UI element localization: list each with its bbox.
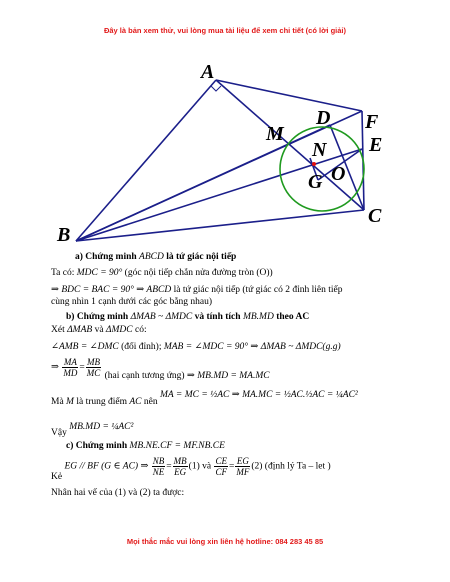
- segment-AB: [75, 79, 217, 242]
- part-c-line-2: Nhân hai vế của (1) và (2) ta được:: [51, 488, 185, 498]
- hotline-banner: Mọi thắc mắc vui lòng xin liên hệ hotlin…: [126, 537, 324, 546]
- label-E: E: [368, 134, 382, 156]
- circle-O: [279, 126, 365, 212]
- segment-DC: [329, 124, 365, 211]
- part-b-title: b) Chứng minh ΔMAB ~ ΔMDC và tính tích M…: [66, 312, 310, 322]
- figure-lines: [75, 79, 365, 242]
- right-angle-mark-A: [210, 85, 222, 92]
- label-F: F: [364, 111, 379, 133]
- label-O: O: [331, 163, 345, 185]
- segment-BE: [75, 148, 363, 242]
- part-a-title: a) Chứng minh ABCD là tứ giác nội tiếp: [75, 252, 237, 262]
- center-O: [312, 162, 316, 166]
- segment-BC: [75, 209, 365, 242]
- segment-BD: [75, 124, 331, 242]
- label-G: G: [308, 171, 323, 193]
- part-b-line-4: Mà M là trung điểm AC nên MA = MC = ½AC …: [51, 390, 358, 407]
- segment-NG: [309, 157, 319, 181]
- label-D: D: [315, 107, 330, 129]
- label-C: C: [368, 205, 382, 227]
- label-A: A: [199, 61, 214, 83]
- part-b-line-1: Xét ΔMAB và ΔMDC có:: [51, 325, 147, 335]
- part-a-line-2: ⇒ BDC = BAC = 90° ⇒ ABCD là tứ giác nội …: [51, 285, 343, 295]
- label-B: B: [56, 224, 70, 246]
- part-a-line-3: cùng nhìn 1 cạnh dưới các góc bằng nhau): [51, 297, 213, 307]
- label-M: M: [265, 123, 285, 145]
- part-a-line-1: Ta có: MDC = 90° (góc nội tiếp chắn nửa …: [51, 268, 273, 278]
- geometry-figure: A B C D E F G M N O: [56, 61, 382, 246]
- preview-banner: Đây là bản xem thử, vui lòng mua tài liệ…: [103, 26, 347, 35]
- part-b-line-5: Vậy MB.MD = ¼AC²: [51, 422, 134, 438]
- segment-GE: [317, 148, 363, 181]
- segment-AC: [215, 79, 365, 211]
- label-N: N: [311, 139, 328, 161]
- part-c-title: c) Chứng minh MB.NE.CF = MF.NB.CE: [66, 441, 225, 451]
- segment-AF: [215, 79, 363, 112]
- part-b-line-2: ∠AMB = ∠DMC (đối đỉnh); MAB = ∠MDC = 90°…: [51, 342, 341, 352]
